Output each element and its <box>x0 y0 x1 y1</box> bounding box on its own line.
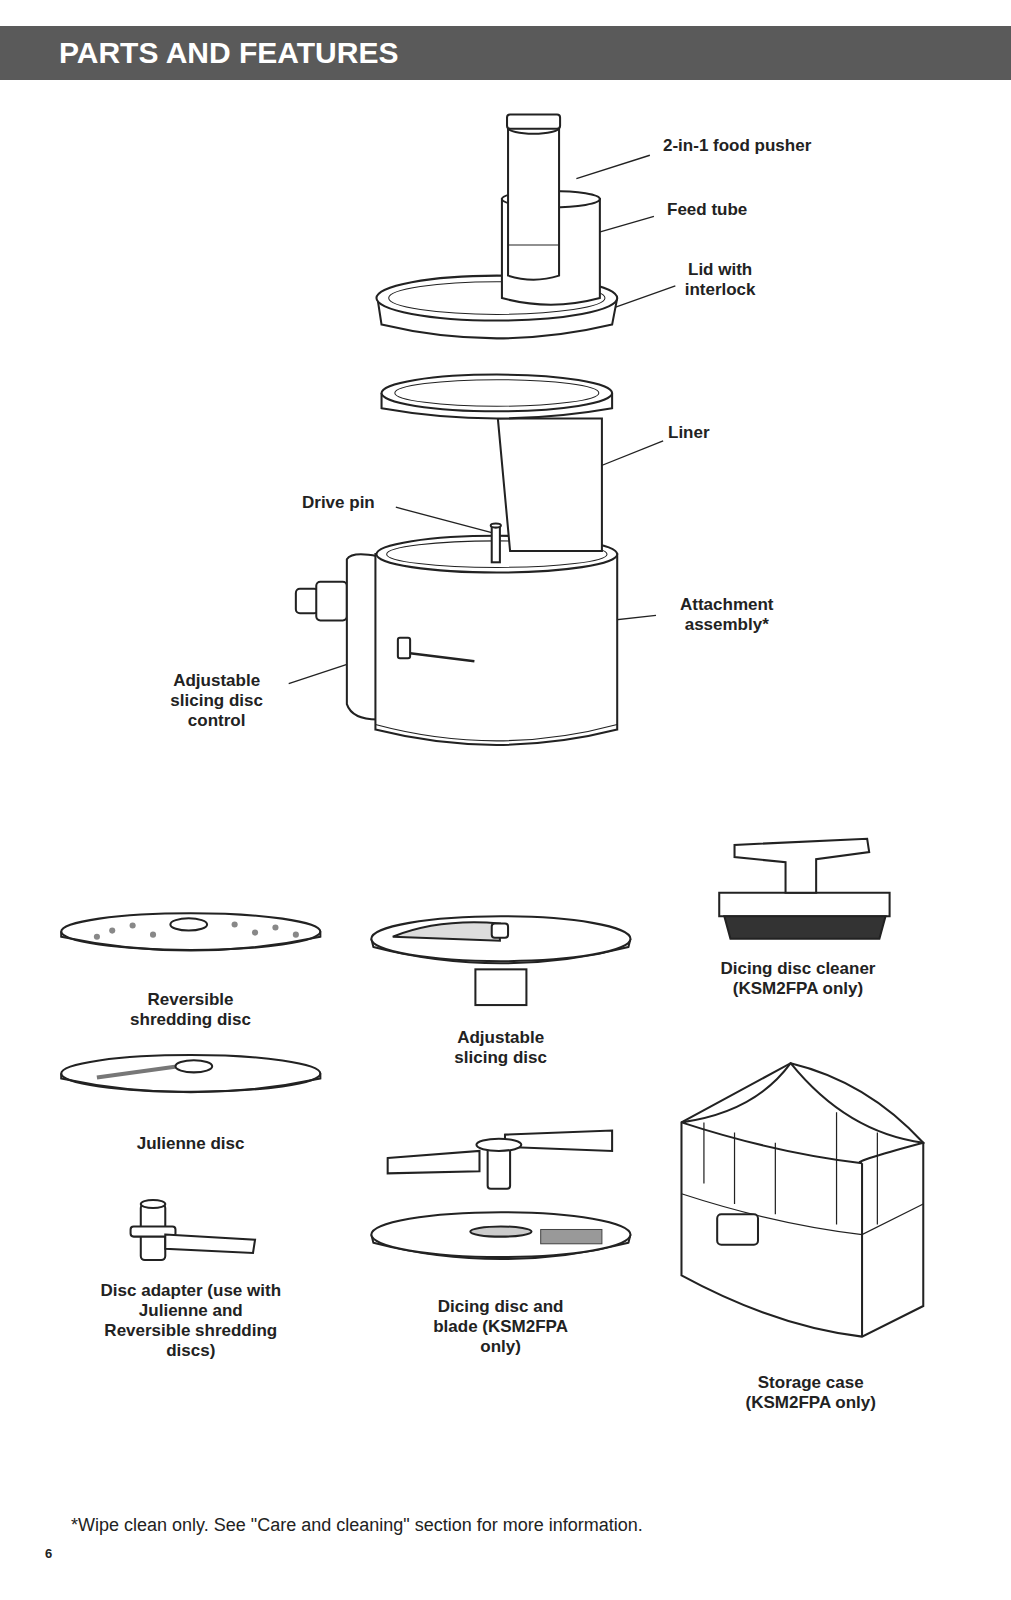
part-label: Julienne disc <box>109 1134 272 1154</box>
page-title: PARTS AND FEATURES <box>59 34 398 72</box>
part-label: Storage case (KSM2FPA only) <box>724 1373 897 1413</box>
part-label: Reversible shredding disc <box>114 990 267 1030</box>
part-label: Adjustable slicing disc <box>442 1028 559 1068</box>
footnote: *Wipe clean only. See "Care and cleaning… <box>71 1514 643 1536</box>
part-label: Adjustable slicing disc control <box>158 671 275 731</box>
part-label: Attachment assembly* <box>663 595 791 635</box>
part-label: Disc adapter (use with Julienne and Reve… <box>99 1281 283 1361</box>
part-label: Lid with interlock <box>664 260 776 300</box>
page-number: 6 <box>45 1545 52 1562</box>
part-label: Dicing disc and blade (KSM2FPA only) <box>419 1297 582 1357</box>
part-label: Dicing disc cleaner (KSM2FPA only) <box>696 959 900 999</box>
part-label: Drive pin <box>302 493 375 513</box>
part-label: Liner <box>668 423 710 443</box>
part-label: Feed tube <box>667 200 747 220</box>
part-label: 2-in-1 food pusher <box>663 136 811 156</box>
